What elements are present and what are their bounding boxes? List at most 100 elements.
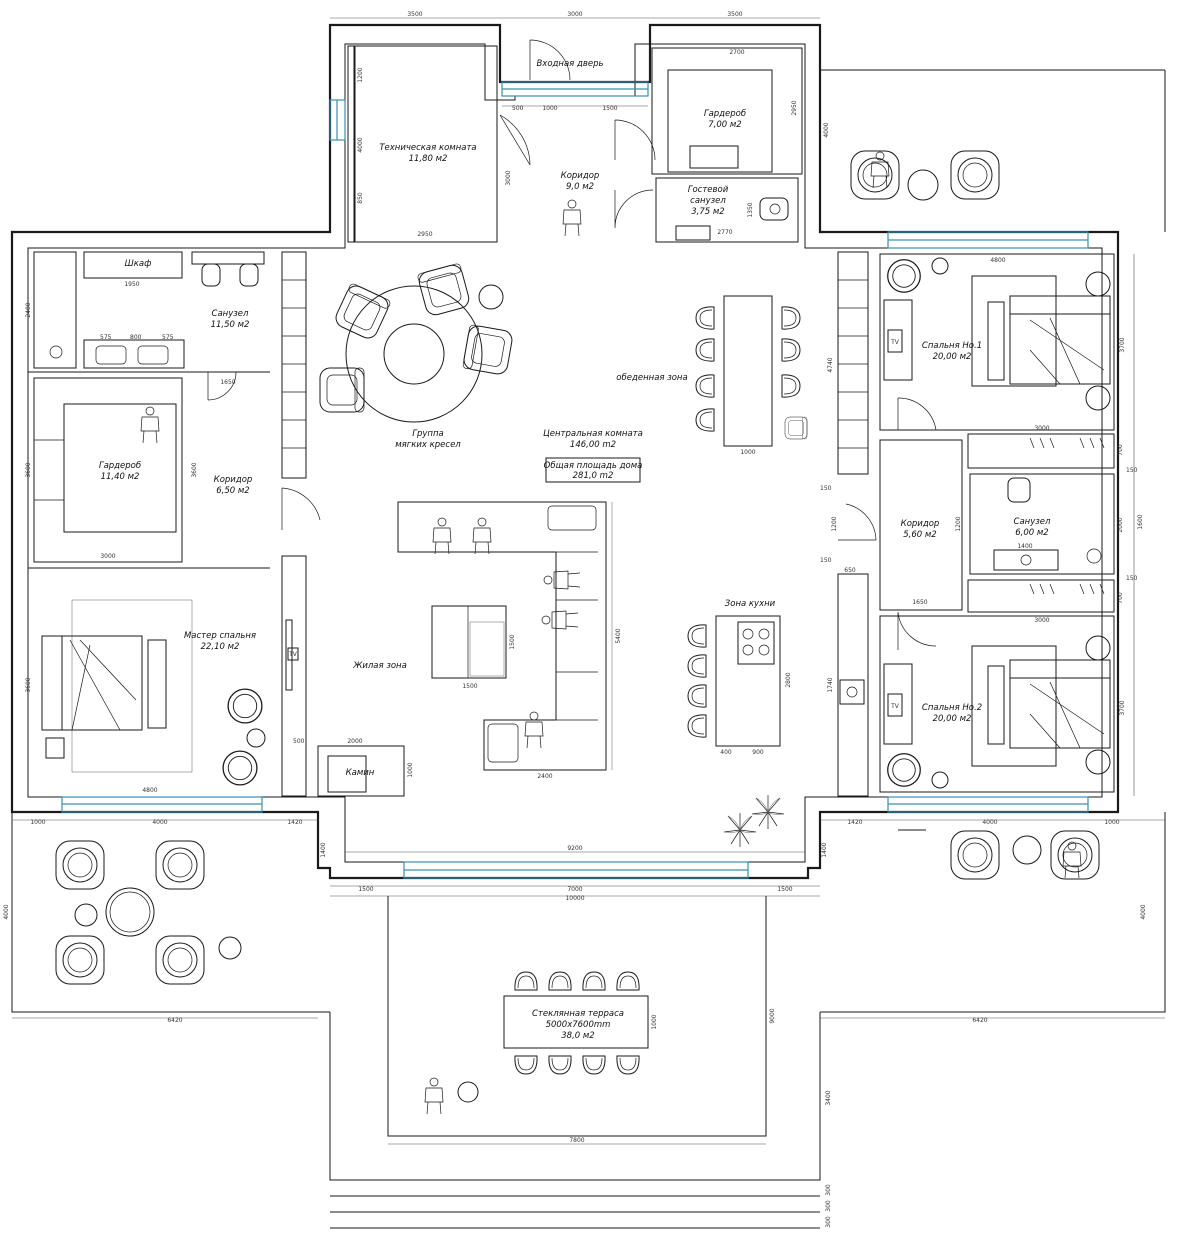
shelving: 4740 1740 <box>281 251 869 797</box>
dim-label: 1000 <box>542 105 557 112</box>
bedroom-1: TV Спальня Но.1 20,00 м2 4800 3700 <box>879 253 1126 431</box>
lounge-chair-icon <box>850 150 900 200</box>
entry-door-label: Входная дверь <box>536 59 603 69</box>
dim-label: 1400 <box>1017 543 1032 550</box>
armchair-icon <box>887 753 921 787</box>
dim-label: 1500 <box>777 886 792 893</box>
person-icon <box>472 517 492 555</box>
dim-label: 2400 <box>25 302 32 317</box>
dim-label: 150 <box>820 557 832 564</box>
person-icon <box>541 610 579 630</box>
corridor-left-area: 6,50 м2 <box>216 486 249 496</box>
living-zone: 5400 2400 1500 1500 Жилая зона TV <box>285 501 622 780</box>
dim-label: 1740 <box>827 677 834 692</box>
wc-left-area: 11,50 м2 <box>211 320 250 330</box>
armchair-icon <box>332 282 392 342</box>
fireplace-name: Камин <box>346 768 375 778</box>
person-icon <box>562 199 582 237</box>
dim-label: 150 <box>820 485 832 492</box>
windows <box>61 81 1089 879</box>
dim-label: 3600 <box>25 462 32 477</box>
person-icon <box>870 151 890 189</box>
dim-label: 700 <box>1117 592 1124 604</box>
closet-label: Шкаф <box>125 259 152 269</box>
lounge-chair-icon <box>55 840 105 890</box>
dim-label: 5400 <box>615 628 622 643</box>
dim-label: 3000 <box>1034 425 1049 432</box>
wardrobe-left-name: Гардероб <box>99 461 141 471</box>
dim-label: 1500 <box>509 634 516 649</box>
steps: 300 300 300 <box>329 1012 832 1229</box>
center-bottom: 9200 1400 1400 1500 7000 1500 10000 <box>320 842 828 902</box>
terrace-bottom-left: 1000 4000 1420 6420 4000 <box>3 812 330 1024</box>
dim-label: 3700 <box>1119 337 1126 352</box>
dim-label: 1650 <box>220 379 235 386</box>
tech-room-area: 11,80 м2 <box>409 154 448 164</box>
glass-terrace-area: 38,0 м2 <box>561 1031 594 1041</box>
lounge-chair-icon <box>155 935 205 985</box>
dim-label: 7000 <box>567 886 582 893</box>
dim-label: 1200 <box>357 67 364 82</box>
wardrobe-left: Гардероб 11,40 м2 3000 3600 Коридор 6,50… <box>25 371 321 569</box>
person-icon <box>140 406 160 444</box>
wc-left: Шкаф 1950 575 800 575 Санузел 11,50 м2 2… <box>25 251 270 373</box>
exterior-walls <box>10 23 1120 880</box>
entrance: Входная дверь 500 1000 1500 Коридор 9,0 … <box>502 39 656 237</box>
armchair-icon <box>222 750 258 786</box>
dining-zone-name: обеденная зона <box>616 373 687 383</box>
dim-label: 6420 <box>972 1017 987 1024</box>
dim-label: 2700 <box>729 49 744 56</box>
dim-label: 1000 <box>651 1014 658 1029</box>
dim-label: 1200 <box>831 516 838 531</box>
dim-label: 850 <box>357 192 364 204</box>
tech-room: Техническая комната 11,80 м2 2950 4000 1… <box>347 45 531 243</box>
dim-label: 1600 <box>1137 514 1144 529</box>
dim-label: 4000 <box>1140 904 1147 919</box>
armchair-icon <box>462 324 514 376</box>
wc-right-area: 6,00 м2 <box>1015 528 1048 538</box>
dim-label: 4000 <box>3 904 10 919</box>
armchair-icon <box>319 367 365 413</box>
bedroom-2: TV Спальня Но.2 20,00 м2 3700 <box>879 611 1126 793</box>
dim-label: 4000 <box>982 819 997 826</box>
bedroom-1-name: Спальня Но.1 <box>922 341 982 351</box>
central-room-area: 146,00 m2 <box>570 440 616 450</box>
dim-label: 3000 <box>100 553 115 560</box>
dim-label: 150 <box>1126 467 1138 474</box>
dim-label: 4800 <box>142 787 157 794</box>
dim-label: 1950 <box>124 281 139 288</box>
dim-label: 300 <box>825 1184 832 1196</box>
dim-label: 575 <box>100 334 112 341</box>
guest-wc: Гостевой санузел 3,75 м2 2770 1350 <box>655 177 799 243</box>
dim-label: 1000 <box>407 762 414 777</box>
lounge-chair-icon <box>55 935 105 985</box>
armchair-icon <box>887 259 921 293</box>
dim-label: 2800 <box>785 672 792 687</box>
central-room: Центральная комната 146,00 m2 Общая площ… <box>543 429 643 483</box>
dining-zone: обеденная зона 1000 <box>616 295 808 456</box>
chair-group-name-2: мягких кресел <box>395 440 461 450</box>
bedroom-2-name: Спальня Но.2 <box>922 703 982 713</box>
dim-label: 2950 <box>791 100 798 115</box>
bedroom-1-area: 20,00 м2 <box>933 352 972 362</box>
glass-terrace-size: 5000x7600mm <box>546 1020 611 1030</box>
lounge-chair-icon <box>1050 830 1100 880</box>
glass-terrace-name: Стеклянная терраса <box>532 1009 624 1019</box>
wardrobe-top-name: Гардероб <box>704 109 746 119</box>
wc-left-name: Санузел <box>212 309 249 319</box>
living-zone-name: Жилая зона <box>352 661 407 671</box>
kitchen-zone-name: Зона кухни <box>725 599 776 609</box>
dim-label: 2000 <box>1117 517 1124 532</box>
wardrobe-top-area: 7,00 м2 <box>708 120 741 130</box>
dim-label: 800 <box>130 334 142 341</box>
wc-right-name: Санузел <box>1014 517 1051 527</box>
person-icon <box>432 517 452 555</box>
dim-label: 150 <box>1126 575 1138 582</box>
dim-label: 575 <box>162 334 174 341</box>
guest-wc-area: 3,75 м2 <box>691 207 724 217</box>
corridor-top-name: Коридор <box>561 171 600 181</box>
dim-label: 4740 <box>827 357 834 372</box>
dim-label: 300 <box>825 1216 832 1228</box>
tech-room-name: Техническая комната <box>379 143 476 153</box>
person-icon <box>524 711 544 749</box>
